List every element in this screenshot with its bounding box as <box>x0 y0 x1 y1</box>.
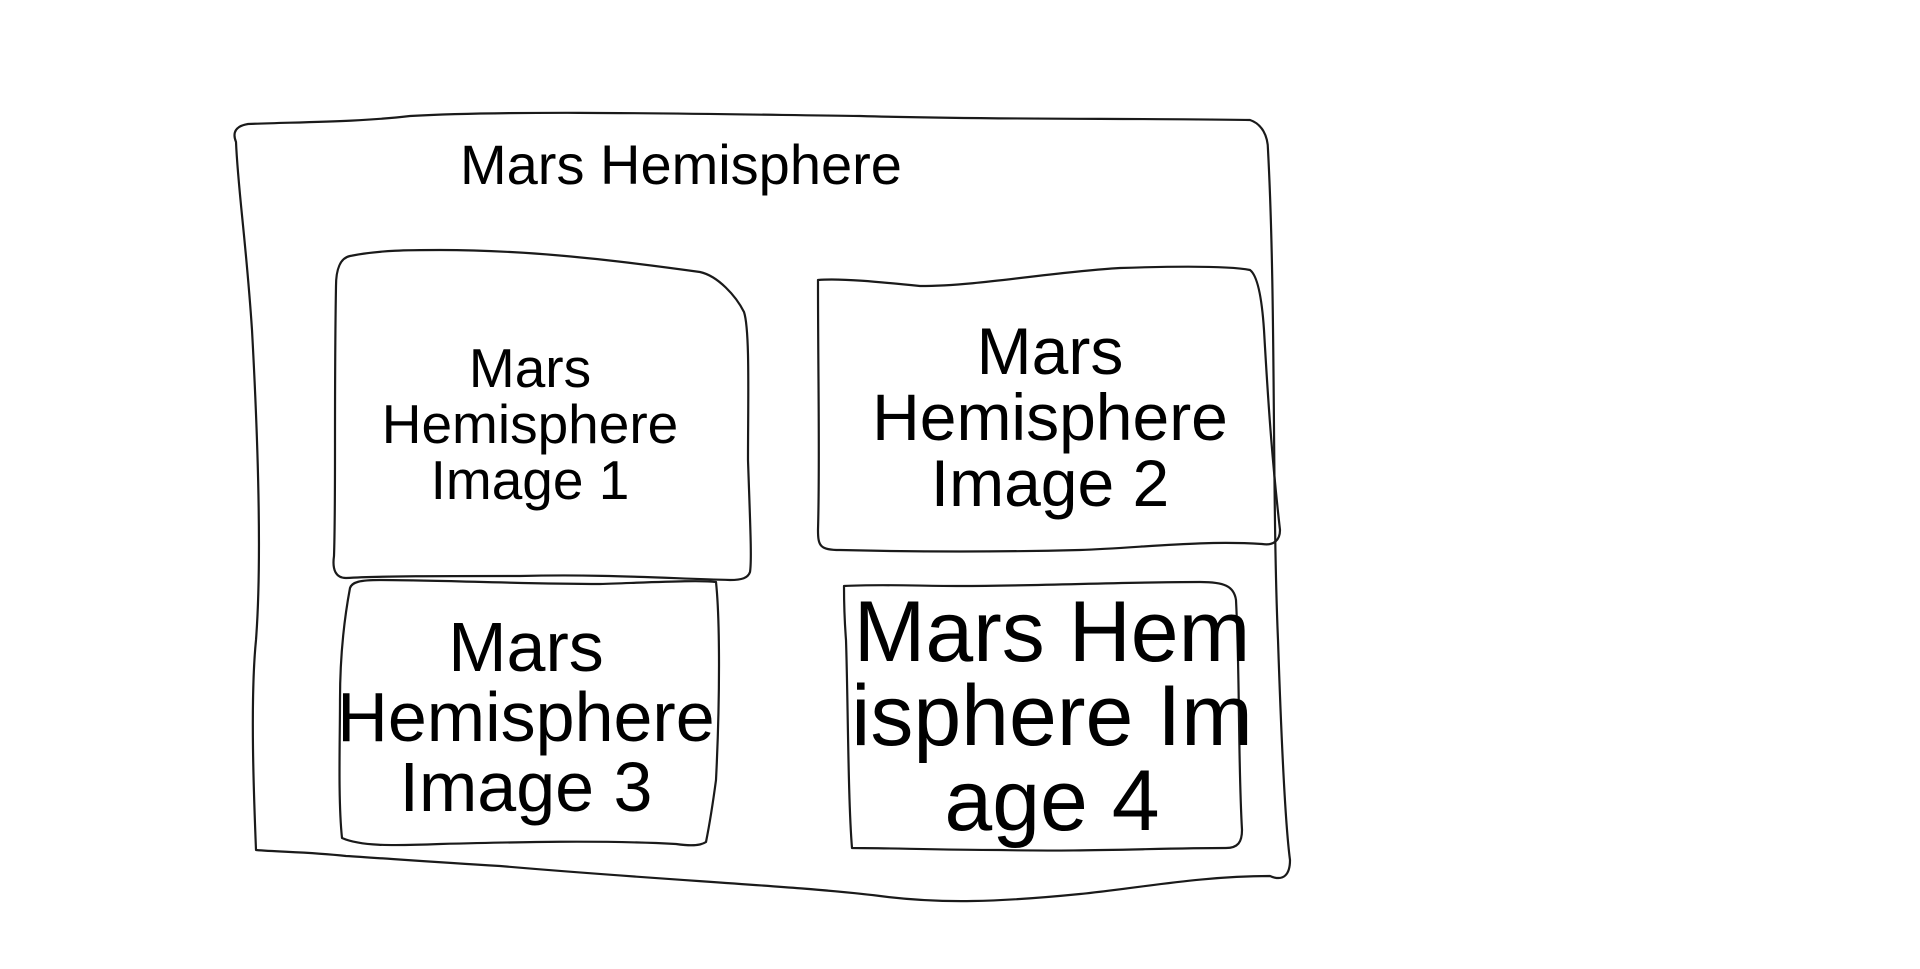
image-placeholder-3-label: Mars Hemisphere Image 3 <box>337 608 715 826</box>
image-placeholder-4-label: Mars Hemisphere Image 4 <box>851 584 1253 849</box>
page-title: Mars Hemisphere <box>460 133 902 196</box>
image-box-1-outline <box>332 248 752 582</box>
image-box-4-outline <box>842 580 1244 852</box>
image-placeholder-1-label: Mars Hemisphere Image 1 <box>381 337 679 512</box>
outer-frame-outline <box>233 111 1292 903</box>
image-box-3-outline <box>338 578 721 847</box>
image-placeholder-2-label: Mars Hemisphere Image 2 <box>872 314 1228 520</box>
image-box-2-outline <box>816 265 1282 553</box>
